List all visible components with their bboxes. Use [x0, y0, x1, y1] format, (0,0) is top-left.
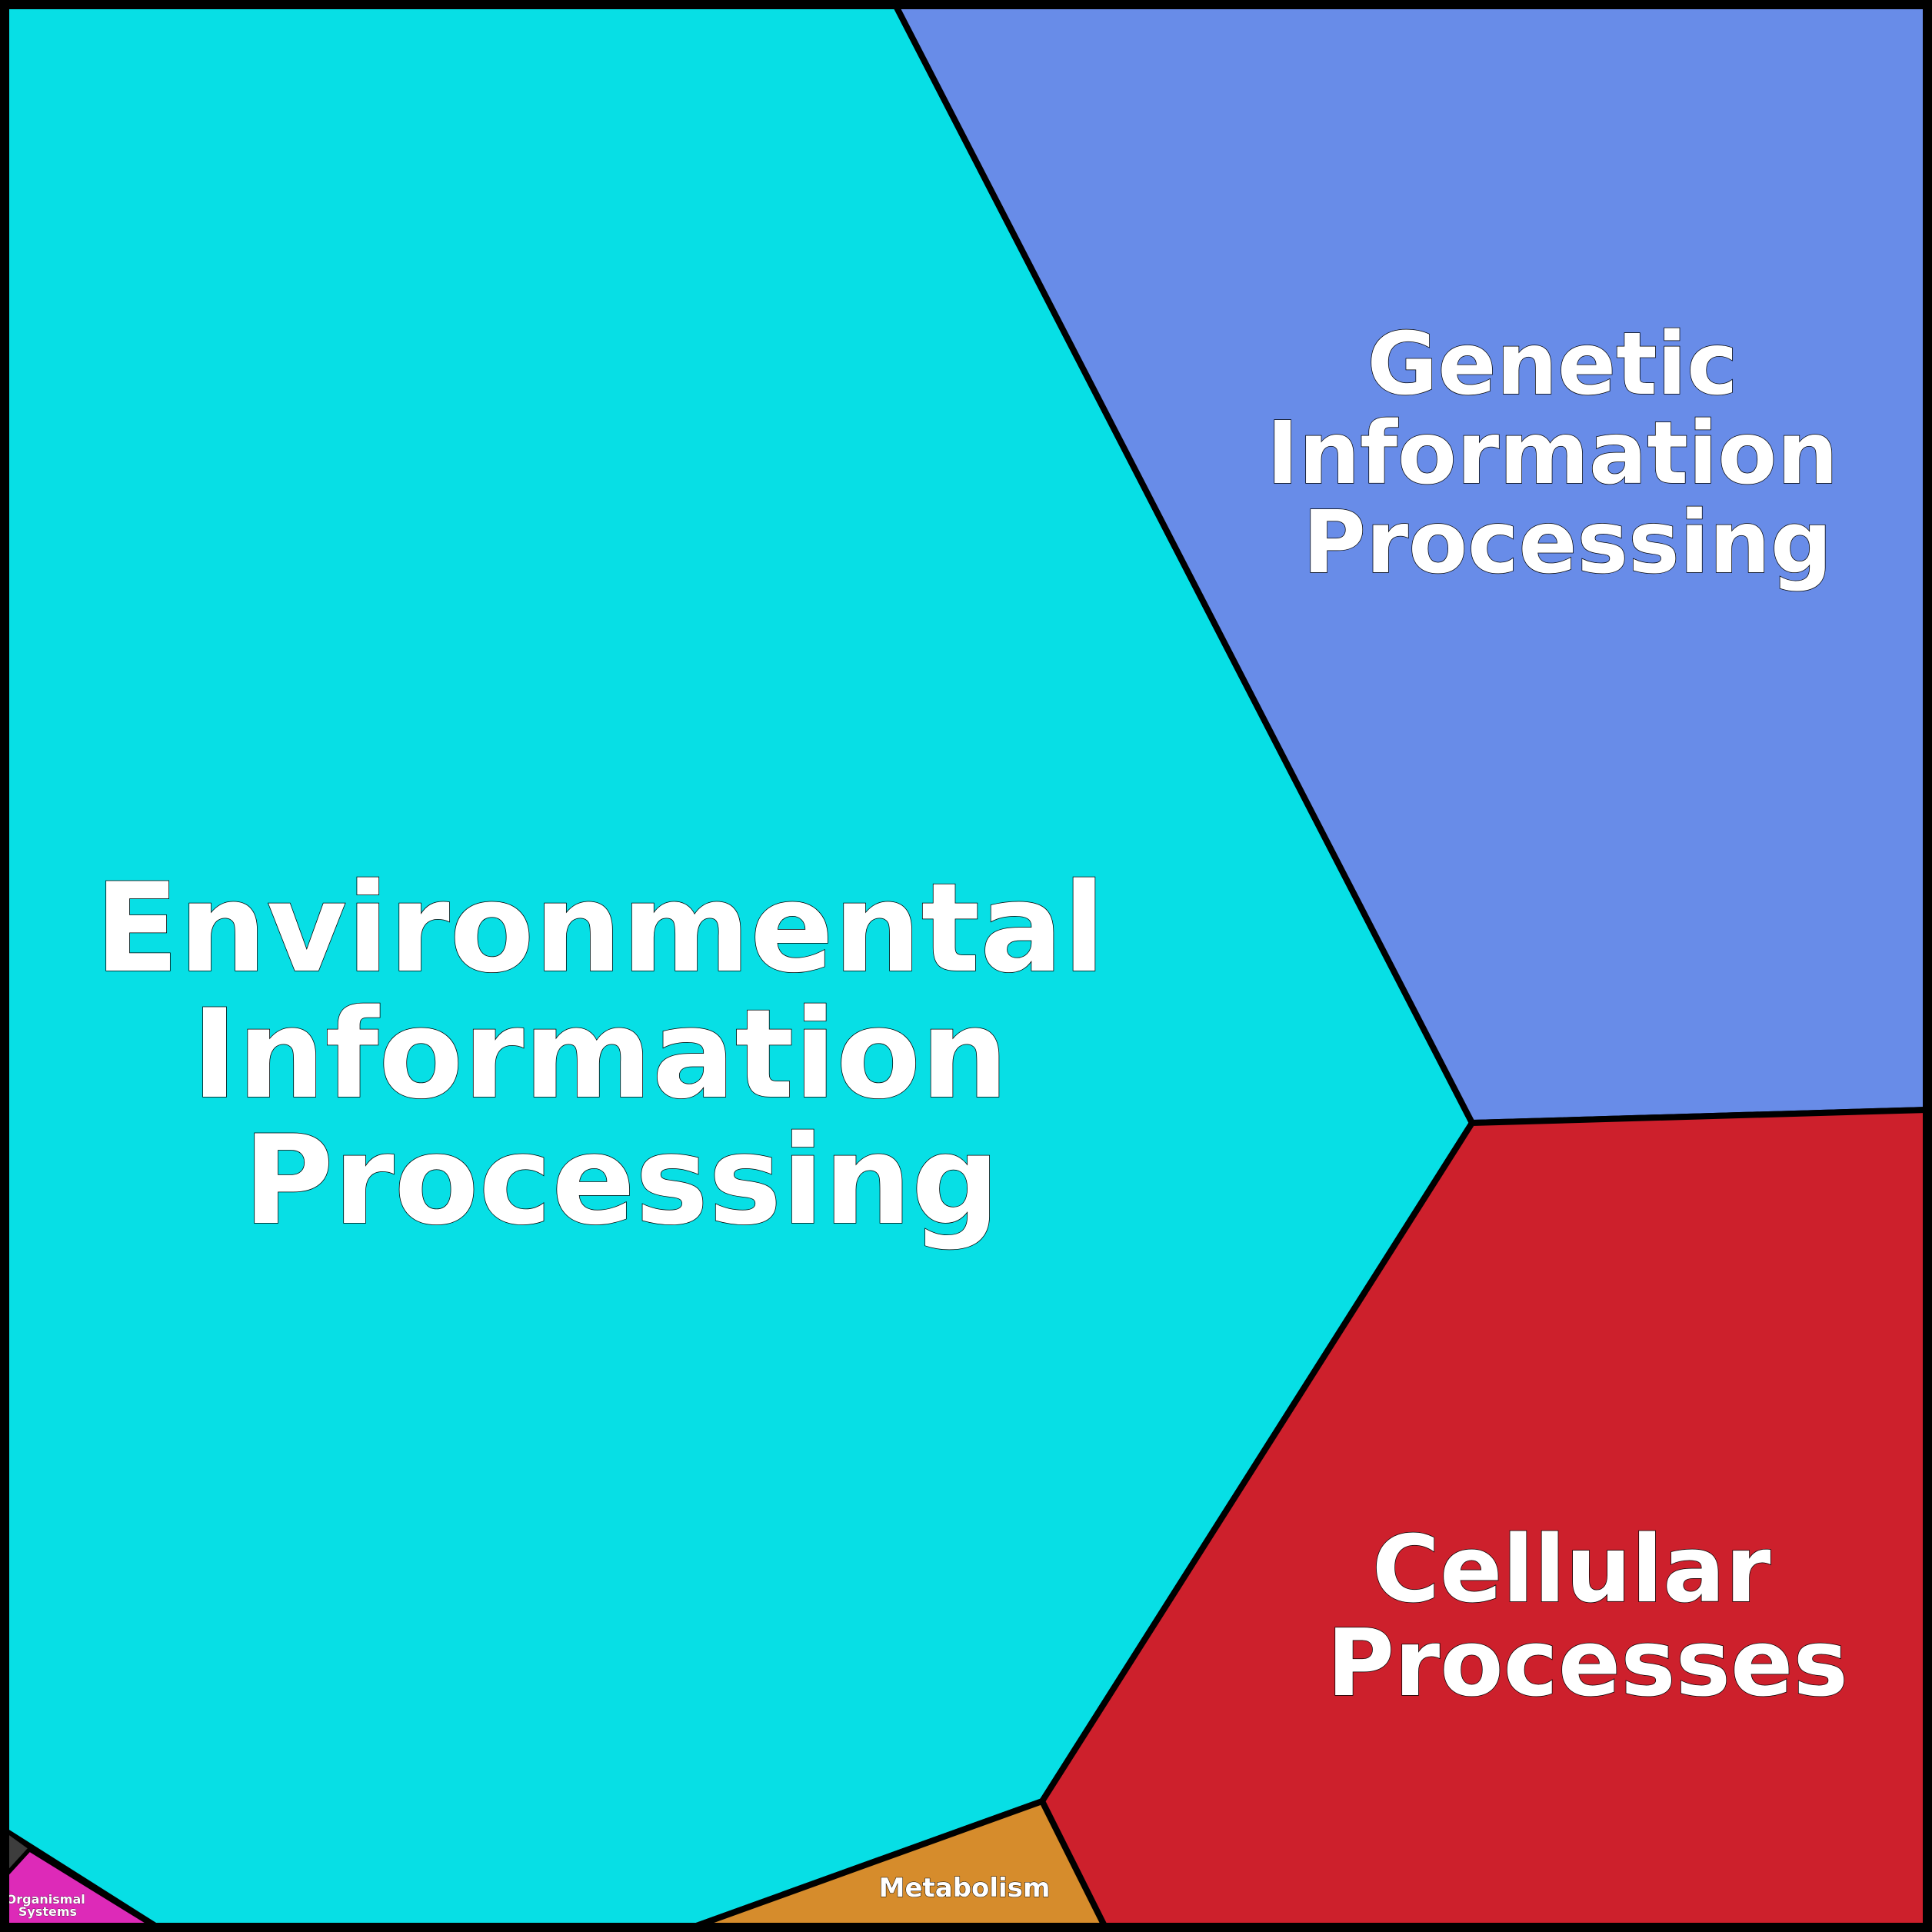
cell-genetic[interactable]: Genetic Information Processing — [892, 2, 1930, 1126]
cell-cellular-label-line-2: Processes — [1327, 1611, 1848, 1717]
cell-metabolism-label-line-1: Metabolism — [879, 1873, 1051, 1904]
cell-genetic-label-line-1: Genetic — [1367, 315, 1738, 415]
cell-environmental-label: Environmental Information Processing — [95, 856, 1148, 1252]
cell-environmental-label-line-3: Processing — [243, 1108, 999, 1252]
cell-genetic-label-line-2: Information — [1267, 404, 1838, 504]
cell-cellular-label-line-1: Cellular — [1372, 1517, 1770, 1624]
cell-cellular[interactable]: Cellular Processes — [1039, 1107, 1930, 1930]
cell-environmental[interactable]: Environmental Information Processing — [2, 2, 1475, 1930]
cell-organismal-label: Organismal Systems — [6, 1892, 90, 1919]
cell-cellular-label: Cellular Processes — [1327, 1517, 1848, 1717]
cell-genetic-label-line-3: Processing — [1303, 493, 1832, 593]
cell-metabolism-label: Metabolism — [879, 1873, 1051, 1904]
cell-organismal-label-line-1: Organismal — [6, 1892, 85, 1907]
cell-organismal-label-line-2: Systems — [18, 1904, 77, 1919]
cell-environmental-label-line-1: Environmental — [95, 856, 1105, 1000]
cell-genetic-label: Genetic Information Processing — [1267, 315, 1868, 593]
cell-environmental-label-line-2: Information — [192, 982, 1008, 1126]
